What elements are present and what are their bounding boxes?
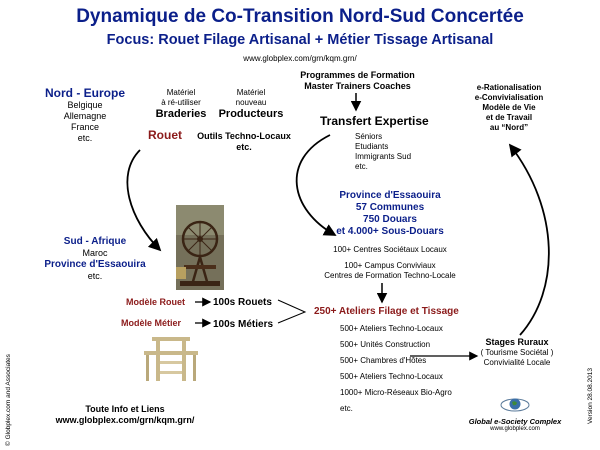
- ateliers-item: 1000+ Micro-Réseaux Bio-Agro: [340, 388, 452, 397]
- sud-heading: Sud - Afrique: [63, 236, 127, 247]
- transfert-label: Transfert Expertise: [320, 114, 429, 128]
- chevron-to-ateliers: [277, 299, 307, 324]
- centres-block: 100+ Centres Sociétaux Locaux 100+ Campu…: [320, 245, 460, 281]
- braderies-block: Matériel à ré-utiliser Braderies: [148, 88, 214, 121]
- rouet-label: Rouet: [148, 128, 182, 142]
- stages-line: Convivialité Locale: [483, 358, 551, 367]
- rationalisation-block: e-Rationalisation e-Convivialisation Mod…: [474, 83, 544, 132]
- arrow-transfert-to-province: [295, 134, 337, 236]
- modele-metier-value: 100s Métiers: [213, 319, 274, 330]
- globe-logo-icon: [500, 398, 530, 412]
- centres-item: Centres de Formation Techno-Locale: [324, 271, 456, 280]
- ateliers-item: 500+ Chambres d'Hôtes: [340, 356, 427, 365]
- producteurs-block: Matériel nouveau Producteurs: [216, 88, 286, 121]
- stages-heading: Stages Ruraux: [485, 337, 549, 347]
- diagram-subtitle: Focus: Rouet Filage Artisanal + Métier T…: [106, 32, 494, 48]
- braderies-label: Braderies: [155, 108, 207, 120]
- ateliers-list: 500+ Ateliers Techno-Locaux 500+ Unités …: [340, 324, 452, 414]
- loom-illustration: [142, 335, 200, 383]
- essaouira-line: et 4.000+ Sous-Douars: [336, 226, 444, 237]
- essaouira-block: Province d'Essaouira 57 Communes 750 Dou…: [325, 190, 455, 238]
- loom-icon: [144, 337, 198, 381]
- sud-afrique-block: Sud - Afrique Maroc Province d'Essaouira…: [40, 236, 150, 282]
- sud-country: Maroc: [82, 248, 108, 258]
- sud-etc: etc.: [87, 271, 103, 281]
- diagram-title: Dynamique de Co-Transition Nord-Sud Conc…: [76, 6, 524, 27]
- centres-item: 100+ Campus Conviviaux: [344, 261, 436, 270]
- transfert-item: Séniors: [355, 132, 383, 141]
- ateliers-heading: 250+ Ateliers Filage et Tissage: [314, 306, 459, 317]
- nord-country: Allemagne: [63, 111, 107, 121]
- info-block[interactable]: Toute Info et Liens www.globplex.com/grn…: [55, 404, 195, 425]
- modele-rouet-label: Modèle Rouet: [126, 297, 186, 307]
- footer-logo-url[interactable]: www.globplex.com: [490, 426, 540, 432]
- version-vertical: Version 28.08.2013: [587, 367, 594, 424]
- essaouira-line: Province d'Essaouira: [339, 190, 441, 201]
- centres-item: 100+ Centres Sociétaux Locaux: [333, 245, 447, 254]
- producteurs-label: Producteurs: [218, 108, 284, 120]
- nord-country: etc.: [77, 133, 93, 143]
- arrow-stages-to-rationalisation: [508, 143, 550, 336]
- transfert-item: Etudiants: [355, 142, 389, 151]
- copyright-vertical: © Globplex.com and Associates: [5, 354, 12, 446]
- essaouira-line: 750 Douars: [363, 214, 417, 225]
- transfert-item: etc.: [355, 162, 368, 171]
- modele-metier-label: Modèle Métier: [121, 318, 182, 328]
- footer-logo: Global e-Society Complex www.globplex.co…: [460, 396, 570, 432]
- producteurs-note: Matériel nouveau: [235, 88, 267, 107]
- sud-province: Province d'Essaouira: [44, 259, 146, 270]
- programmes-label: Programmes de Formation Master Trainers …: [300, 70, 415, 91]
- essaouira-line: 57 Communes: [355, 202, 425, 213]
- ateliers-item: 500+ Ateliers Techno-Locaux: [340, 324, 443, 333]
- nord-europe-block: Nord - Europe Belgique Allemagne France …: [40, 86, 130, 144]
- braderies-note: Matériel à ré-utiliser: [161, 88, 201, 107]
- nord-heading: Nord - Europe: [45, 86, 125, 100]
- arrow-rouet-to-wheel: [126, 149, 162, 252]
- transfert-block: Transfert Expertise Séniors Etudiants Im…: [320, 114, 450, 172]
- nord-country: France: [70, 122, 99, 132]
- ateliers-item: 500+ Unités Construction: [340, 340, 431, 349]
- transfert-item: Immigrants Sud: [355, 152, 412, 161]
- outils-label: Outils Techno-Locaux etc.: [197, 131, 291, 152]
- stages-line: ( Tourisme Sociétal ): [480, 348, 554, 357]
- ateliers-item: 500+ Ateliers Techno-Locaux: [340, 372, 443, 381]
- spinning-wheel-photo: [176, 205, 224, 290]
- footer-logo-name: Global e-Society Complex: [468, 417, 562, 426]
- modele-rouet-value: 100s Rouets: [213, 297, 272, 308]
- ateliers-item: etc.: [340, 404, 353, 413]
- stages-block: Stages Ruraux ( Tourisme Sociétal ) Conv…: [472, 337, 562, 368]
- nord-country: Belgique: [67, 100, 103, 110]
- top-url[interactable]: www.globplex.com/grn/kqm.grn/: [243, 54, 357, 63]
- spinning-wheel-icon: [176, 205, 224, 290]
